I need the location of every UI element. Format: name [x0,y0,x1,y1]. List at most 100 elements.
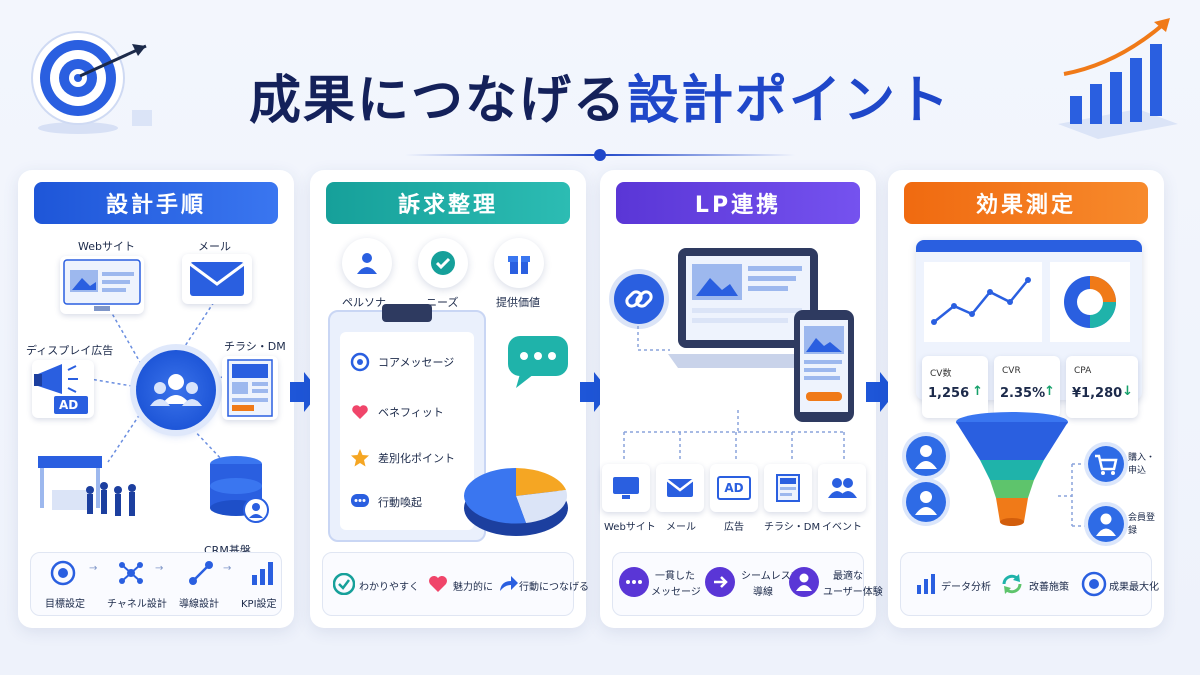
message-item: 差別化ポイント [350,448,455,468]
chat-icon [351,494,369,507]
steps-footer: → → → 目標設定 チャネル設計 導線設計 KPI設定 [30,552,282,616]
title-part-2: 設計ポイント [627,71,952,131]
title-dot [594,149,606,161]
footer-label: メッセージ [651,587,701,598]
kpi-card: CPA ¥1,280 ↓ [1066,356,1138,418]
node-label-flyer: チラシ・DM [224,340,286,353]
arrow-right-icon [705,567,735,597]
users-icon [828,478,857,498]
channel-label: メール [666,522,696,533]
step-label: 導線設計 [179,599,219,610]
measurement-footer: データ分析 改善施策 成果最大化 [900,552,1159,616]
target-icon [31,31,152,134]
panel-lp-link: LP連携 [600,170,883,628]
check-icon [431,251,455,275]
top-label: ニーズ [426,296,459,309]
message-clipboard: コアメッセージ ベネフィット 差別化ポイント 行動喚起 [328,304,486,542]
speech-bubble-icon [508,336,568,388]
link-icon [625,290,653,308]
panel-header: 効果測定 [904,182,1148,224]
flyer-icon [776,474,800,502]
flyer-icon [227,359,273,417]
user-icon [1096,513,1116,536]
footer-label: 魅力的に [453,582,493,593]
target-icon [1081,571,1107,597]
monitor-icon [613,477,639,499]
footer-label: 一貫した [655,571,695,582]
page-title: 成果につなげる設計ポイント [0,58,1200,133]
flow-arrow-icon [866,372,896,412]
forward-arrow-icon [500,576,518,591]
channel-label: Webサイト [604,522,656,533]
check-circle-icon [333,573,355,595]
value-circle [494,238,544,288]
footer-label: 行動につなげる [519,582,589,593]
clipboard-sheet: コアメッセージ ベネフィット 差別化ポイント 行動喚起 [340,332,474,530]
pie-chart-icon [464,468,568,536]
smartphone-icon [794,310,854,422]
message-item: ベネフィット [350,402,444,422]
path-icon [189,561,213,585]
user-circle [906,436,946,476]
top-label: 提供価値 [496,296,540,309]
database-icon [210,456,269,523]
step-arrow-icon: → [155,563,164,574]
heart-icon [352,405,368,419]
dashboard-graphs [924,262,1130,342]
lp-connectors [623,326,845,460]
trend-up-icon: ↑ [1044,384,1055,399]
footer-label: 改善施策 [1029,582,1069,593]
trend-down-icon: ↓ [1122,384,1133,399]
channel-label: 広告 [724,522,744,533]
step-label: 目標設定 [45,599,85,610]
user-circle [906,482,946,522]
panel-design-steps: 設計手順 Webサイト メール ディスプレイ広告 [18,170,294,628]
gift-icon [508,256,530,274]
cart-icon [1095,454,1118,475]
person-icon [357,253,377,274]
target-icon [350,352,370,372]
flyer-node [222,356,278,420]
user-icon [915,445,937,469]
panel-header: 設計手順 [34,182,278,224]
bar-chart-icon [252,562,273,585]
step-label: KPI設定 [241,599,277,610]
user-icon [789,567,819,597]
node-label-display: ディスプレイ広告 [26,344,114,357]
outcome-label: 購入・申込 [1128,453,1156,476]
window-titlebar [916,240,1142,252]
network-icon [119,562,143,584]
channel-tile-event [818,464,866,512]
footer-label: ユーザー体験 [823,587,883,598]
channel-tile-flyer [764,464,812,512]
footer-label: 成果最大化 [1109,582,1159,593]
channel-tile-ad: AD [710,464,758,512]
footer-label: 最適な [833,571,863,582]
panel-header: LP連携 [616,182,860,224]
user-icon [915,491,937,515]
mail-node [182,254,252,304]
chat-icon [619,567,649,597]
step-label: チャネル設計 [107,599,167,610]
users-icon [150,374,202,406]
top-label: ペルソナ [342,296,386,309]
link-circle [614,274,664,324]
kpi-card: CV数 1,256 ↑ [922,356,988,418]
message-item: 行動喚起 [350,492,422,512]
envelope-icon [189,262,245,296]
envelope-icon [666,479,694,497]
clipboard-clip [382,304,432,322]
needs-circle [418,238,468,288]
laptop-icon [668,248,828,368]
bar-chart-icon [917,574,935,594]
ad-icon: AD [717,476,751,500]
cart-circle [1088,446,1124,482]
node-label-mail: メール [198,240,231,253]
ad-badge: AD [59,398,79,412]
footer-label: データ分析 [941,582,991,593]
kpi-card: CVR 2.35% ↑ [994,356,1060,418]
refresh-icon [1002,574,1022,594]
megaphone-icon [34,364,88,414]
channel-tile-mail [656,464,704,512]
panel-header: 訴求整理 [326,182,570,224]
